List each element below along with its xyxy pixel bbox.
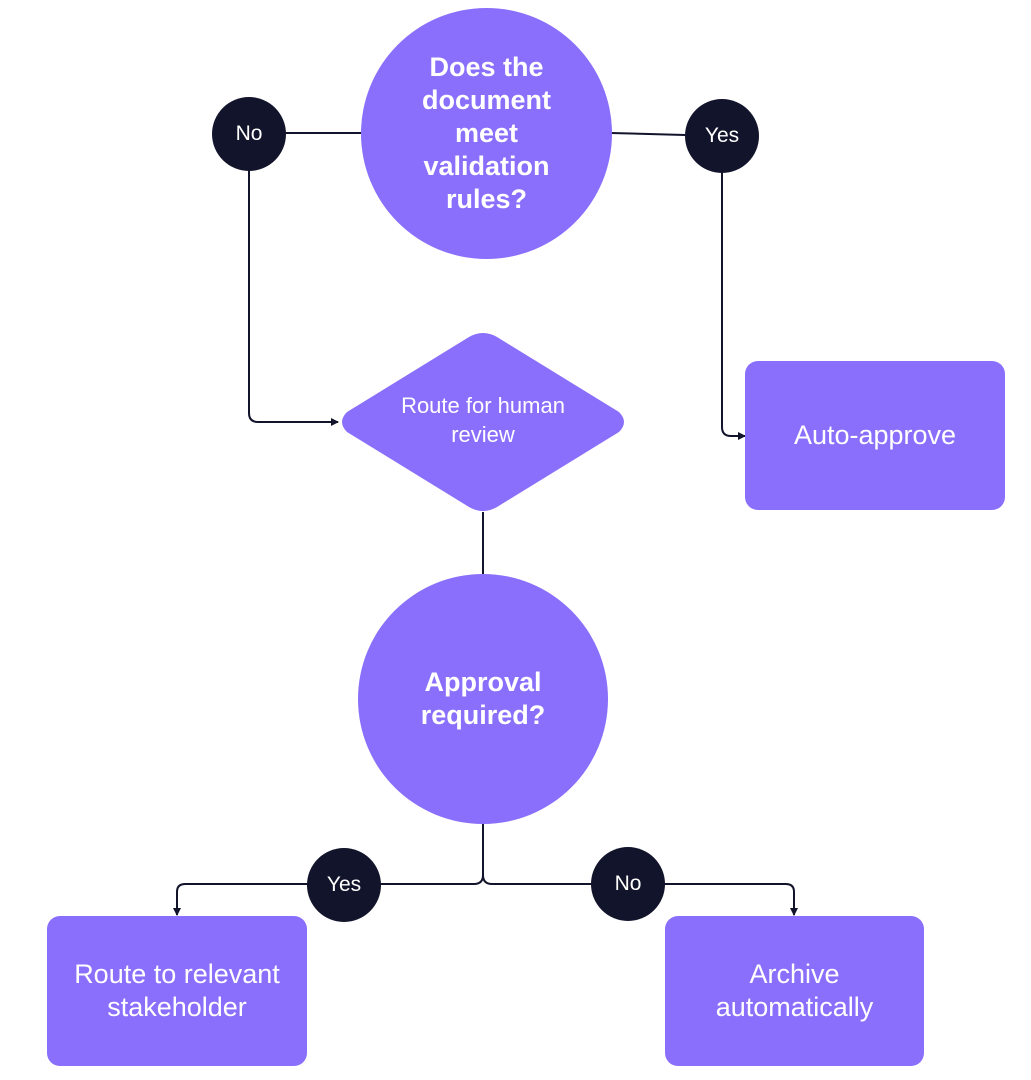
bottom-no-label: No [614,872,642,895]
approval-question-text: Approval required? [420,667,546,730]
connector-approval-to-no [482,874,798,916]
validation-question-node: Does the document meet validation rules? [361,8,612,259]
top-no-badge: No [212,97,286,171]
connector-no-to-human-review [248,170,339,426]
archive-node: Archive automatically [665,916,924,1066]
bottom-yes-label: Yes [326,873,362,896]
connector-question-to-yes [610,132,686,136]
human-review-label: Route for human review [401,393,565,447]
connector-yes-to-auto-approve [721,172,746,440]
auto-approve-text: Auto-approve [793,420,957,450]
validation-question-text: Does the document meet validation rules? [421,52,551,214]
top-yes-badge: Yes [685,99,759,173]
route-stakeholder-node: Route to relevant stakeholder [47,916,307,1066]
bottom-no-badge: No [591,847,665,921]
bottom-yes-badge: Yes [307,848,381,922]
top-no-label: No [235,122,263,145]
top-yes-label: Yes [704,124,740,147]
auto-approve-node: Auto-approve [745,361,1005,510]
route-stakeholder-text: Route to relevant stakeholder [74,959,280,1022]
approval-question-node: Approval required? [358,574,608,824]
archive-text: Archive automatically [715,959,874,1022]
human-review-diamond [342,333,624,511]
